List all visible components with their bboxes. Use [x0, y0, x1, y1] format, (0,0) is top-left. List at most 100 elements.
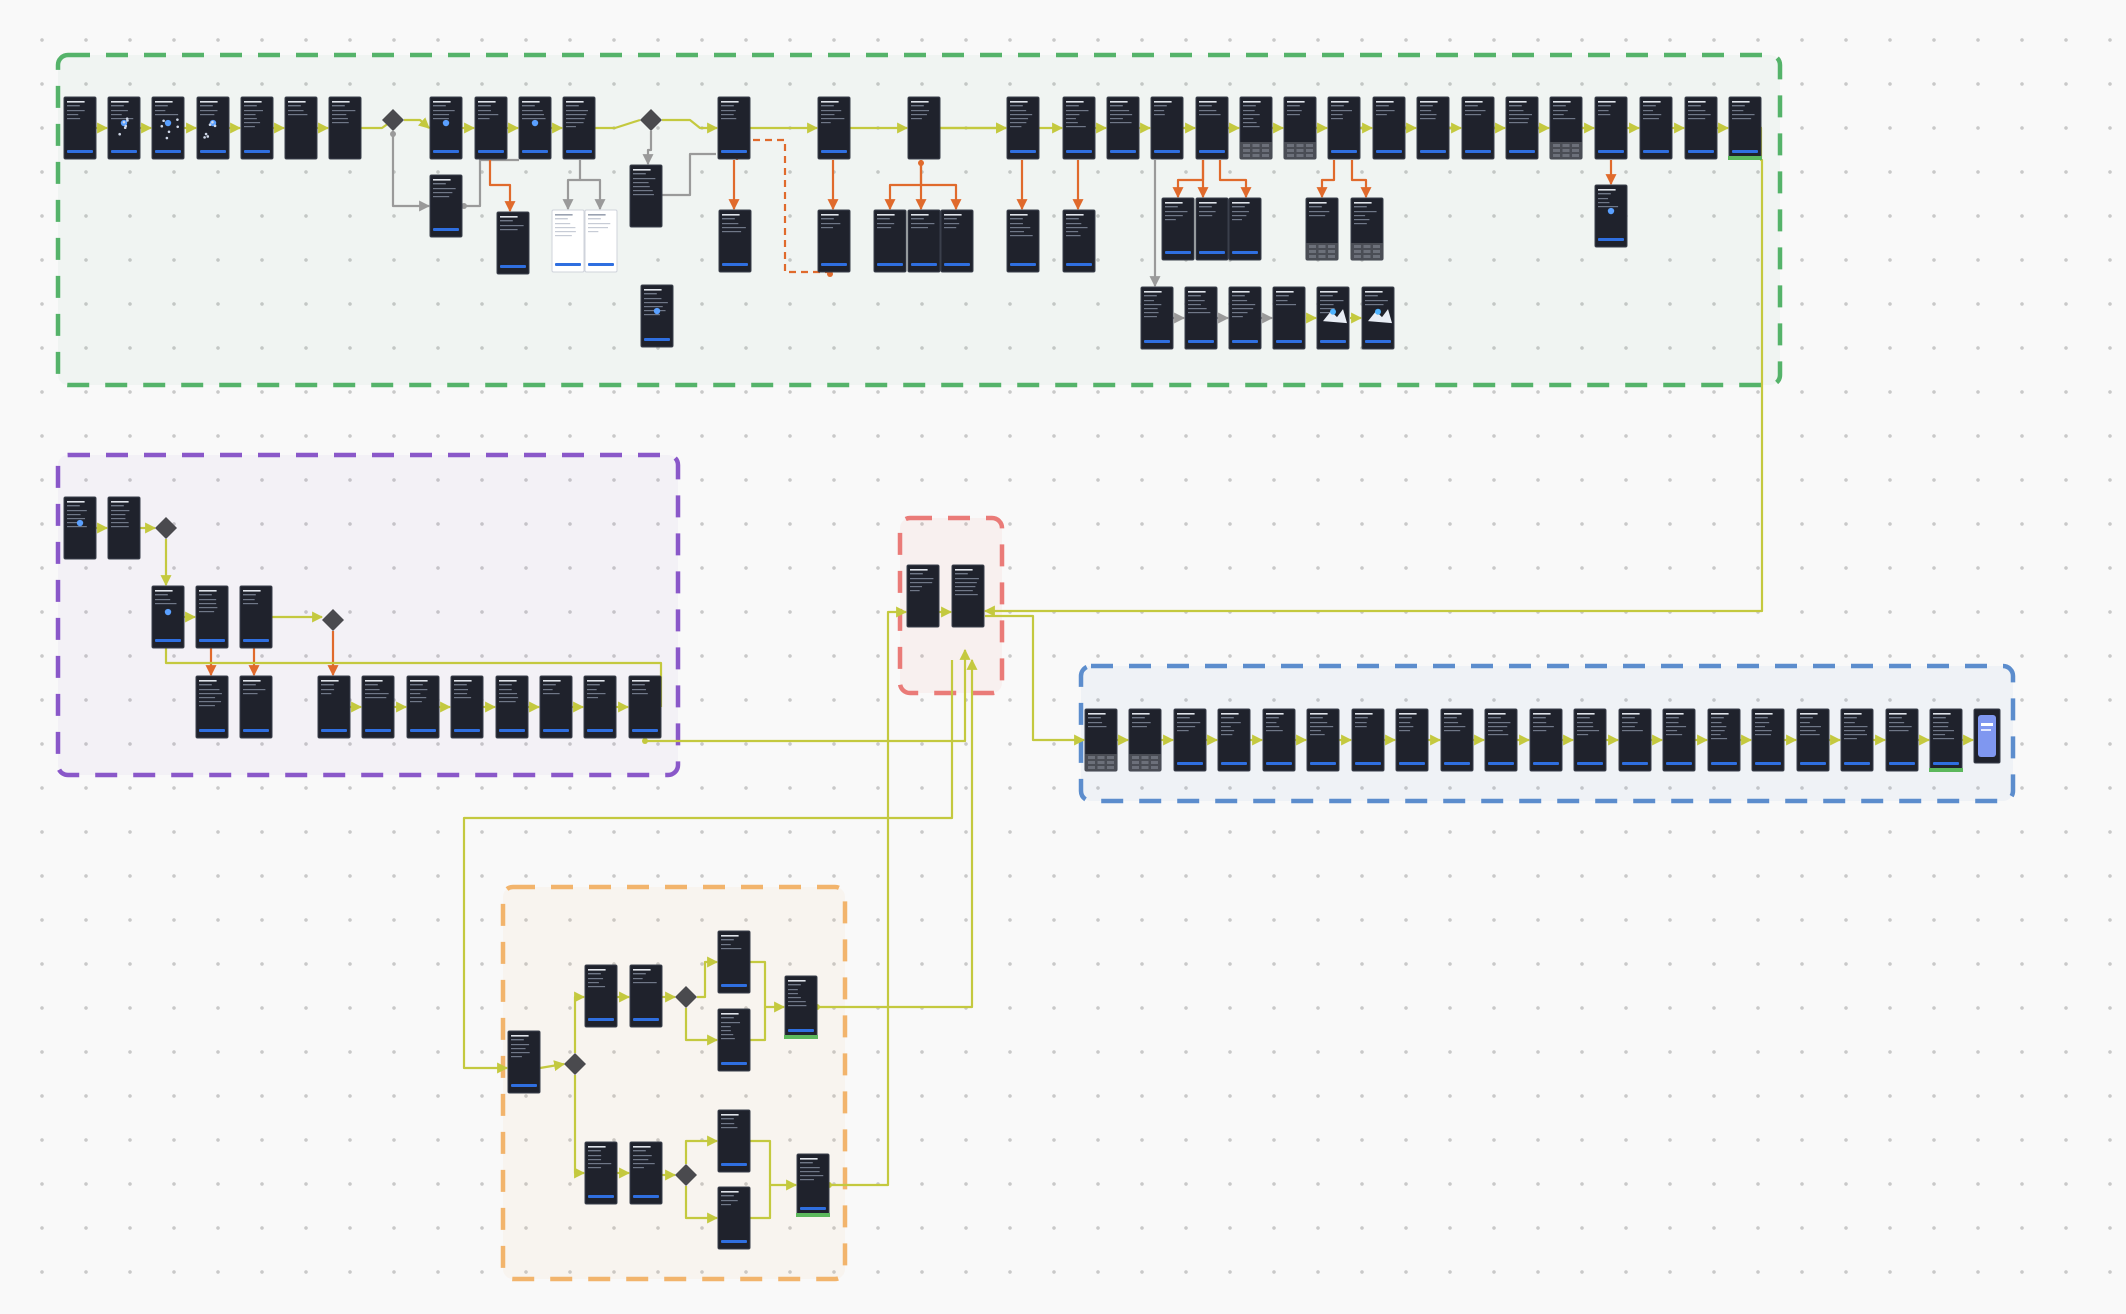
- app-screen-thumbnail[interactable]: [1840, 708, 1874, 772]
- app-screen-thumbnail[interactable]: [1594, 96, 1628, 160]
- app-screen-thumbnail[interactable]: [1885, 708, 1919, 772]
- app-screen-thumbnail[interactable]: [1062, 96, 1096, 160]
- app-screen-thumbnail[interactable]: [584, 964, 618, 1028]
- app-screen-thumbnail[interactable]: [361, 675, 395, 739]
- app-screen-thumbnail[interactable]: [873, 209, 907, 273]
- app-screen-thumbnail[interactable]: [907, 209, 941, 273]
- app-screen-thumbnail[interactable]: [1239, 96, 1273, 160]
- app-screen-thumbnail[interactable]: [1684, 96, 1718, 160]
- app-screen-thumbnail[interactable]: [1106, 96, 1140, 160]
- app-screen-thumbnail[interactable]: [239, 585, 273, 649]
- app-screen-thumbnail[interactable]: [1973, 708, 2001, 764]
- app-screen-thumbnail[interactable]: [429, 96, 463, 160]
- app-screen-thumbnail[interactable]: [195, 585, 229, 649]
- app-screen-thumbnail[interactable]: [1173, 708, 1207, 772]
- app-screen-thumbnail[interactable]: [629, 964, 663, 1028]
- app-screen-thumbnail[interactable]: [1161, 197, 1195, 261]
- app-screen-thumbnail[interactable]: [1639, 96, 1673, 160]
- app-screen-thumbnail[interactable]: [1505, 96, 1539, 160]
- app-screen-thumbnail[interactable]: [107, 96, 141, 160]
- app-screen-thumbnail[interactable]: [317, 675, 351, 739]
- app-screen-thumbnail[interactable]: [584, 1141, 618, 1205]
- app-screen-thumbnail[interactable]: [284, 96, 318, 160]
- app-screen-thumbnail[interactable]: [195, 675, 229, 739]
- app-screen-thumbnail[interactable]: [63, 496, 97, 560]
- app-screen-thumbnail[interactable]: [1728, 96, 1762, 160]
- app-screen-thumbnail[interactable]: [1195, 197, 1229, 261]
- app-screen-thumbnail[interactable]: [450, 675, 484, 739]
- app-screen-thumbnail[interactable]: [239, 675, 273, 739]
- app-screen-thumbnail[interactable]: [640, 284, 674, 348]
- app-screen-thumbnail[interactable]: [717, 1109, 751, 1173]
- app-screen-thumbnail[interactable]: [1306, 708, 1340, 772]
- app-screen-thumbnail[interactable]: [1195, 96, 1229, 160]
- app-screen-thumbnail[interactable]: [717, 96, 751, 160]
- app-screen-thumbnail[interactable]: [1006, 209, 1040, 273]
- app-screen-thumbnail[interactable]: [1217, 708, 1251, 772]
- app-screen-thumbnail[interactable]: [1350, 197, 1384, 261]
- decision-node[interactable]: [564, 1053, 586, 1075]
- app-screen-thumbnail[interactable]: [1184, 286, 1218, 350]
- app-screen-thumbnail[interactable]: [940, 209, 974, 273]
- app-screen-thumbnail[interactable]: [539, 675, 573, 739]
- app-screen-thumbnail[interactable]: [628, 675, 662, 739]
- app-screen-thumbnail[interactable]: [906, 564, 940, 628]
- app-screen-thumbnail[interactable]: [1006, 96, 1040, 160]
- app-screen-thumbnail[interactable]: [717, 1186, 751, 1250]
- app-screen-thumbnail[interactable]: [1272, 286, 1306, 350]
- app-screen-thumbnail[interactable]: [406, 675, 440, 739]
- app-screen-thumbnail[interactable]: [1549, 96, 1583, 160]
- app-screen-thumbnail[interactable]: [1929, 708, 1963, 772]
- app-screen-thumbnail[interactable]: [1751, 708, 1785, 772]
- app-screen-thumbnail[interactable]: [474, 96, 508, 160]
- app-screen-thumbnail[interactable]: [1618, 708, 1652, 772]
- decision-node[interactable]: [675, 986, 697, 1008]
- app-screen-thumbnail[interactable]: [584, 209, 618, 273]
- app-screen-thumbnail[interactable]: [717, 930, 751, 994]
- app-screen-thumbnail[interactable]: [1440, 708, 1474, 772]
- app-screen-thumbnail[interactable]: [151, 96, 185, 160]
- app-screen-thumbnail[interactable]: [1228, 197, 1262, 261]
- decision-node[interactable]: [322, 609, 344, 631]
- decision-node[interactable]: [155, 517, 177, 539]
- app-screen-thumbnail[interactable]: [240, 96, 274, 160]
- app-screen-thumbnail[interactable]: [717, 1008, 751, 1072]
- app-screen-thumbnail[interactable]: [817, 96, 851, 160]
- app-screen-thumbnail[interactable]: [1484, 708, 1518, 772]
- app-screen-thumbnail[interactable]: [629, 1141, 663, 1205]
- app-screen-thumbnail[interactable]: [196, 96, 230, 160]
- app-screen-thumbnail[interactable]: [551, 209, 585, 273]
- app-screen-thumbnail[interactable]: [1084, 708, 1118, 772]
- decision-node[interactable]: [640, 109, 662, 131]
- app-screen-thumbnail[interactable]: [1316, 286, 1350, 350]
- app-screen-thumbnail[interactable]: [1228, 286, 1262, 350]
- app-screen-thumbnail[interactable]: [1461, 96, 1495, 160]
- app-screen-thumbnail[interactable]: [1573, 708, 1607, 772]
- app-screen-thumbnail[interactable]: [1351, 708, 1385, 772]
- app-screen-thumbnail[interactable]: [1395, 708, 1429, 772]
- decision-node[interactable]: [382, 109, 404, 131]
- app-screen-thumbnail[interactable]: [1140, 286, 1174, 350]
- app-screen-thumbnail[interactable]: [1327, 96, 1361, 160]
- app-screen-thumbnail[interactable]: [1150, 96, 1184, 160]
- app-screen-thumbnail[interactable]: [151, 585, 185, 649]
- app-screen-thumbnail[interactable]: [1796, 708, 1830, 772]
- app-screen-thumbnail[interactable]: [107, 496, 141, 560]
- app-screen-thumbnail[interactable]: [1361, 286, 1395, 350]
- app-screen-thumbnail[interactable]: [495, 675, 529, 739]
- app-screen-thumbnail[interactable]: [1707, 708, 1741, 772]
- app-screen-thumbnail[interactable]: [496, 211, 530, 275]
- app-screen-thumbnail[interactable]: [1416, 96, 1450, 160]
- decision-node[interactable]: [675, 1164, 697, 1186]
- app-screen-thumbnail[interactable]: [1662, 708, 1696, 772]
- app-screen-thumbnail[interactable]: [817, 209, 851, 273]
- app-screen-thumbnail[interactable]: [796, 1153, 830, 1217]
- app-screen-thumbnail[interactable]: [1594, 184, 1628, 248]
- app-screen-thumbnail[interactable]: [562, 96, 596, 160]
- app-screen-thumbnail[interactable]: [629, 164, 663, 228]
- app-screen-thumbnail[interactable]: [951, 564, 985, 628]
- app-screen-thumbnail[interactable]: [1283, 96, 1317, 160]
- app-screen-thumbnail[interactable]: [784, 975, 818, 1039]
- app-screen-thumbnail[interactable]: [583, 675, 617, 739]
